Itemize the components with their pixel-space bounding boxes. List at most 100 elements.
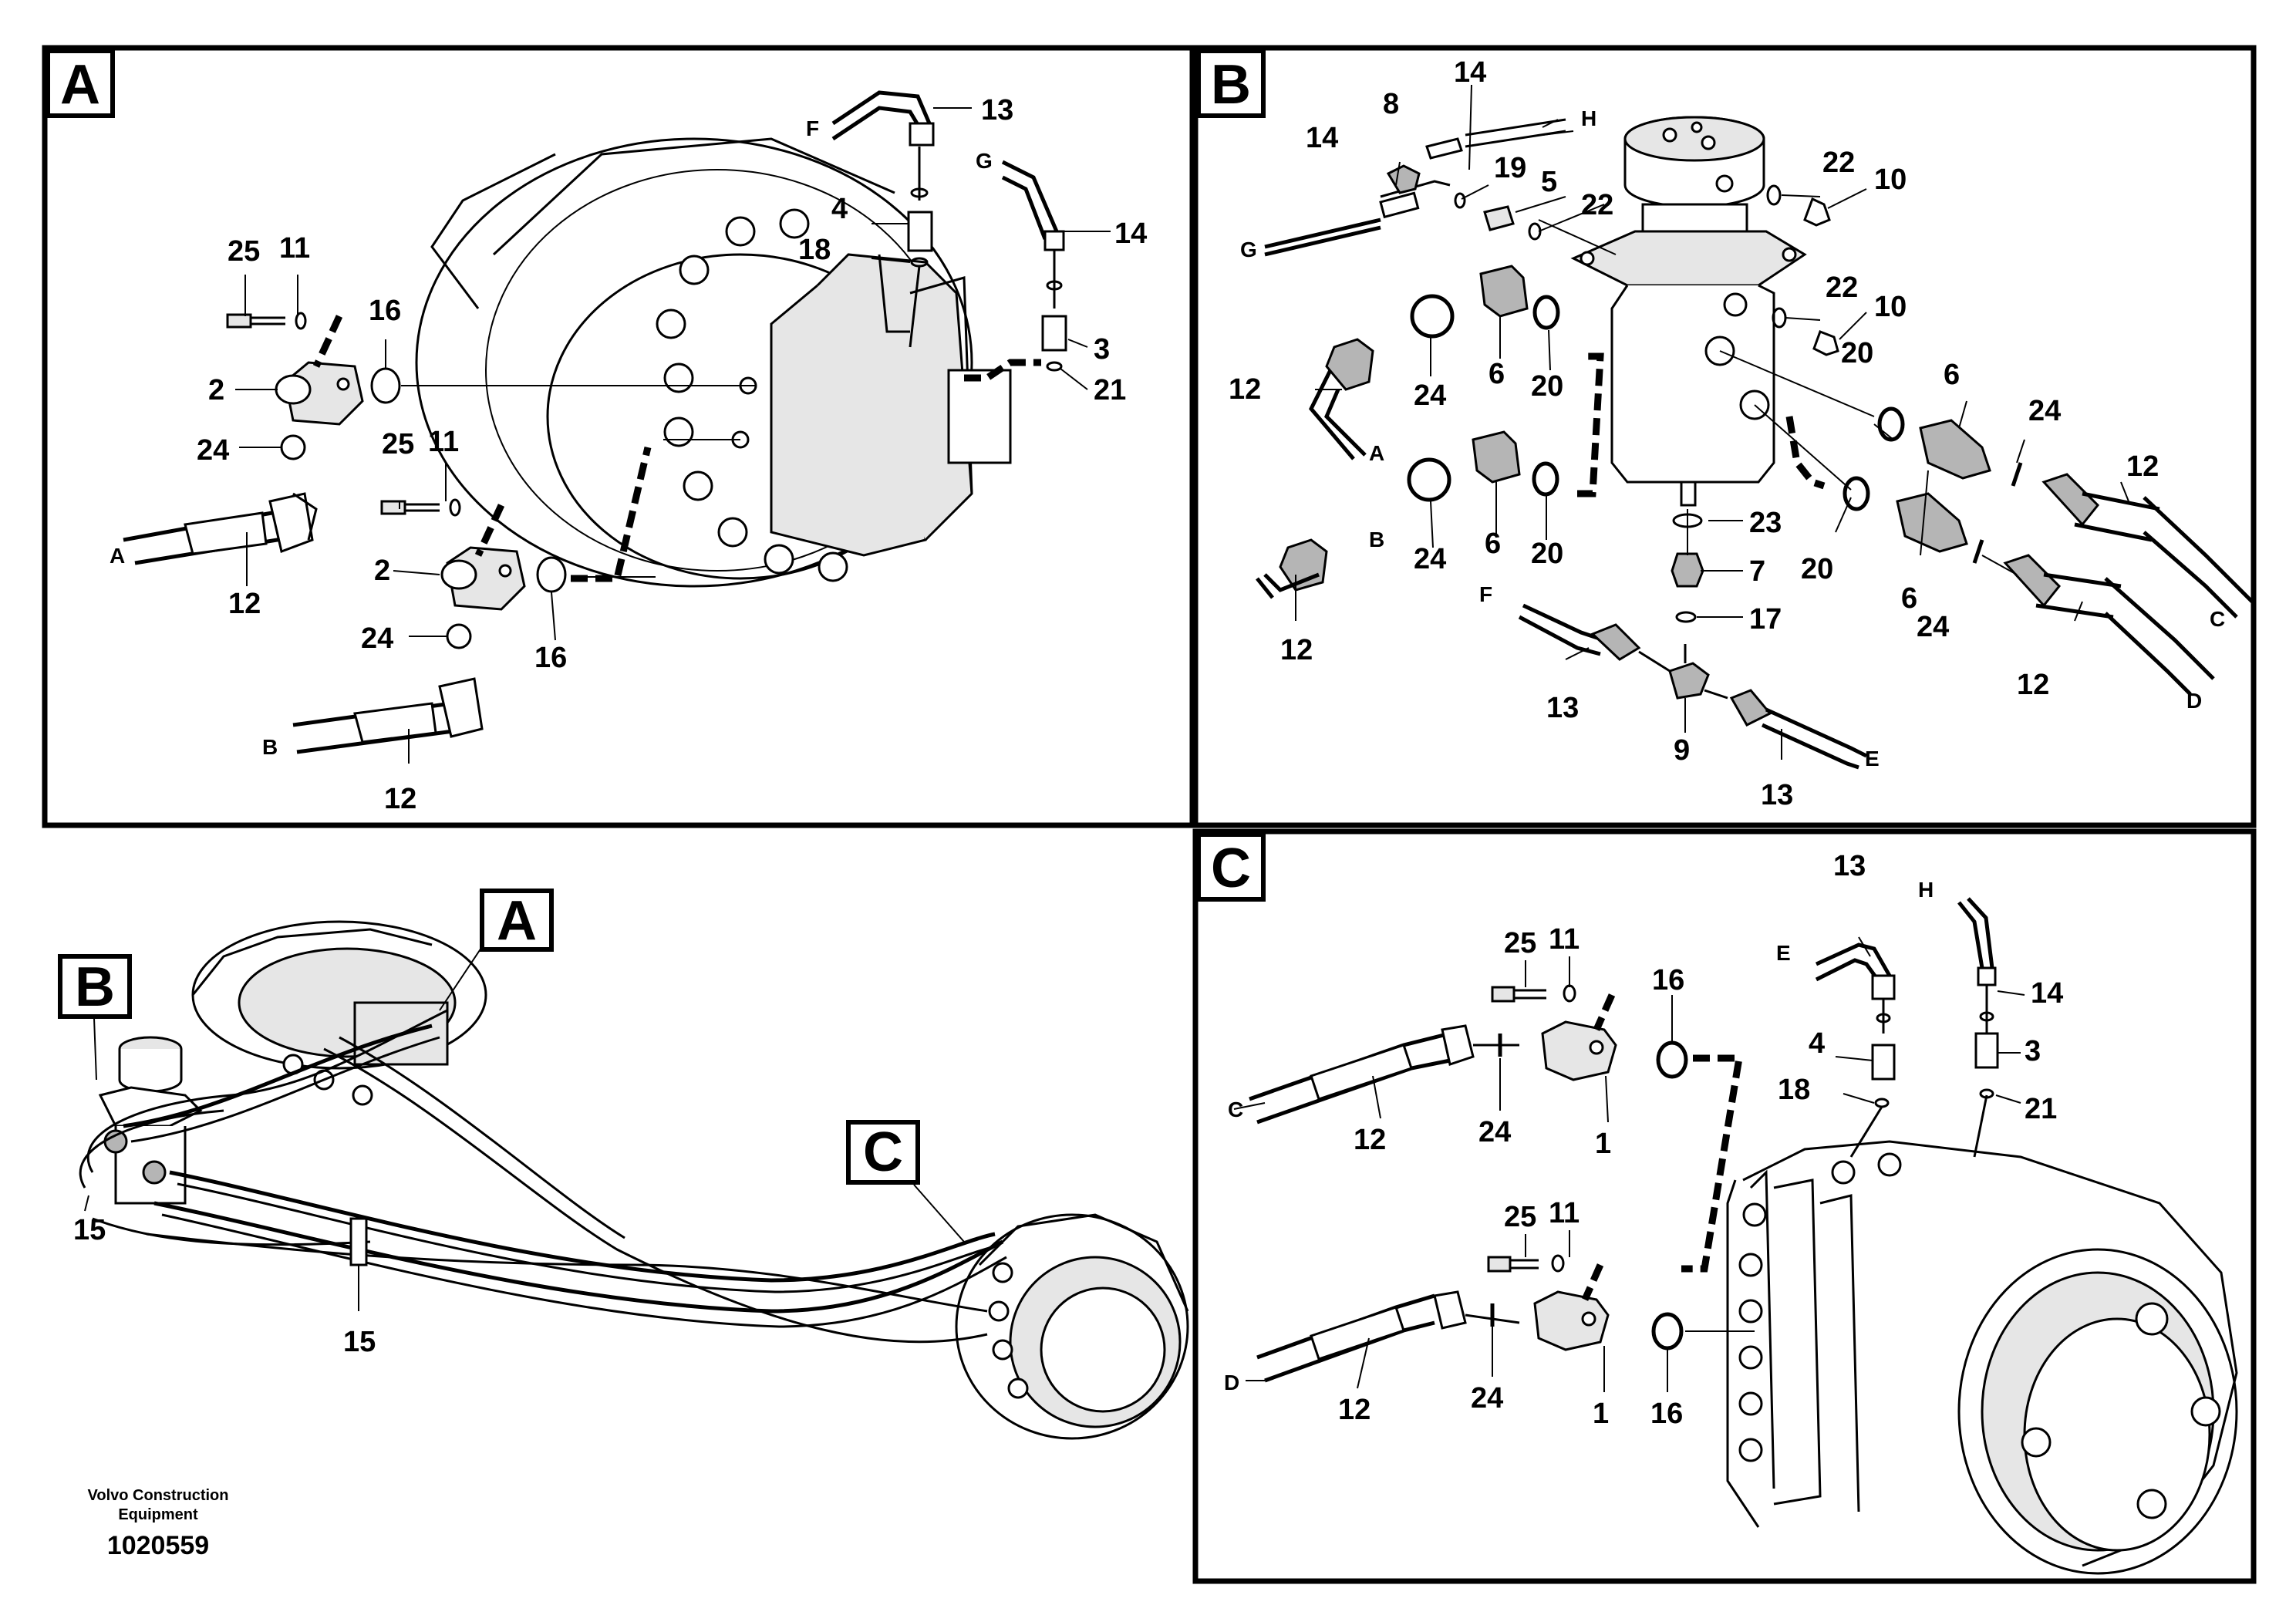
overview-label-15-center: 15 [343, 1326, 376, 1358]
adapter-6-upper [1479, 265, 1529, 318]
assembly-line [1593, 993, 1616, 1031]
callout-label: 13 [1546, 692, 1579, 724]
assembly-line [1719, 350, 1875, 417]
callout-label: 24 [1478, 1116, 1511, 1148]
seal-24-right-upper [2011, 462, 2023, 487]
o-ring-16-c-upper [1656, 1040, 1688, 1079]
assembly-line [1577, 352, 1604, 497]
callout-label: 13 [1833, 850, 1866, 882]
hose-12-b [292, 677, 484, 754]
panel-a-label: A [46, 49, 115, 118]
callout-label: A [110, 544, 125, 568]
washer-22-top [1766, 184, 1782, 206]
callout-label: 1 [1593, 1398, 1609, 1430]
assembly-line [1681, 1054, 1744, 1273]
callout-label: G [1240, 238, 1257, 261]
callout-label: 7 [1749, 555, 1765, 588]
callout-label: B [75, 956, 115, 1018]
callout-label: 24 [1414, 543, 1446, 575]
overview-drawing: A B C 15 15 [58, 889, 1189, 1440]
callout-label: B [1211, 54, 1251, 116]
callout-label: 20 [1531, 370, 1563, 403]
assembly-line [1754, 404, 1852, 491]
o-ring-24-b-lower [1407, 457, 1451, 502]
panel-b-frame [1192, 45, 2257, 828]
bolt-25-c-upper [1491, 984, 1576, 1003]
callout-label: C [1211, 838, 1251, 899]
callout-label: 11 [1549, 923, 1580, 956]
callout-label: 1 [1595, 1128, 1611, 1160]
o-ring-24-b-upper [1410, 294, 1455, 339]
seal-17 [1675, 611, 1697, 623]
callout-label: 11 [279, 232, 310, 265]
callout-label: B [262, 735, 278, 759]
o-ring-20-b-lower [1532, 461, 1559, 497]
fitting-8 [1264, 118, 1566, 257]
panel-b-drawing: 14 8 14 H G 19 5 22 22 10 22 10 12 24 6 … [1229, 56, 2254, 811]
callout-label: 12 [2017, 669, 2049, 701]
overview-hoses [79, 1009, 1007, 1344]
callout-label: 25 [228, 235, 260, 268]
callout-label: 12 [2126, 450, 2159, 483]
assembly-line [1785, 416, 1826, 490]
callout-label: C [2210, 607, 2225, 631]
company-name-line2: Equipment [118, 1506, 198, 1523]
callout-label: 12 [384, 783, 416, 815]
callout-label: 11 [428, 426, 459, 458]
callout-label: 18 [1778, 1074, 1810, 1106]
callout-label: 12 [1354, 1124, 1386, 1156]
callout-label: 24 [361, 622, 393, 655]
flange-2-lower [440, 546, 526, 611]
callout-label: 16 [1652, 964, 1684, 996]
hose-12-b-d [2003, 554, 2215, 696]
o-ring-20-b-upper [1532, 295, 1560, 330]
callout-label: 24 [1471, 1382, 1503, 1415]
callout-label: A [60, 54, 100, 116]
callout-label: 2 [208, 374, 224, 406]
leader-lines-b [1295, 84, 2129, 760]
assembly-line [312, 315, 343, 368]
company-name-line1: Volvo Construction [88, 1487, 229, 1504]
callout-label: G [976, 149, 993, 173]
adapter-6-lower [1472, 430, 1521, 484]
callout-label: 10 [1874, 164, 1907, 196]
callout-label: 21 [2025, 1093, 2057, 1125]
callout-label: 5 [1541, 166, 1557, 198]
callout-label: C [1228, 1098, 1243, 1121]
hose-12-b-a [1309, 338, 1374, 460]
callout-label: 25 [1504, 927, 1536, 959]
callout-label: F [806, 116, 819, 140]
callout-label: 14 [1454, 56, 1486, 89]
callout-label: D [2186, 689, 2202, 713]
footer: Volvo Construction Equipment 1020559 [88, 1487, 229, 1560]
callout-label: 20 [1841, 337, 1873, 369]
callout-label: B [1369, 528, 1384, 551]
overview-label-15-left: 15 [73, 1214, 106, 1246]
travel-motor-c [1726, 1140, 2238, 1575]
bolt-25-c-lower [1487, 1254, 1565, 1273]
callout-label: 8 [1383, 88, 1399, 120]
o-ring-20-b-right-lower [1843, 476, 1870, 511]
callout-label: 3 [2025, 1035, 2041, 1067]
assembly-line [1581, 1263, 1604, 1301]
callout-labels-a: 13 F G 14 4 18 3 21 25 11 16 2 24 A 12 2… [110, 94, 1147, 815]
leader-lines-a [235, 107, 1111, 764]
callout-label: E [1865, 747, 1880, 771]
callout-label: H [1918, 878, 1934, 902]
callout-label: 22 [1826, 271, 1858, 304]
callout-label: 25 [1504, 1201, 1536, 1233]
callout-label: 25 [382, 428, 414, 460]
adapter-6-right-upper [1919, 419, 1991, 480]
callout-label: 16 [1650, 1398, 1683, 1430]
callout-label: 6 [1489, 358, 1505, 390]
flange-1-lower [1533, 1290, 1610, 1351]
callout-label: 9 [1674, 734, 1690, 767]
callout-label: 22 [1581, 189, 1613, 221]
callout-label: H [1581, 106, 1596, 130]
callout-label: 19 [1494, 152, 1526, 184]
hose-12-c-c [1249, 1024, 1519, 1125]
assembly-line [474, 504, 505, 557]
hose-12-b-c [2041, 473, 2254, 619]
callout-label: 2 [374, 555, 390, 587]
